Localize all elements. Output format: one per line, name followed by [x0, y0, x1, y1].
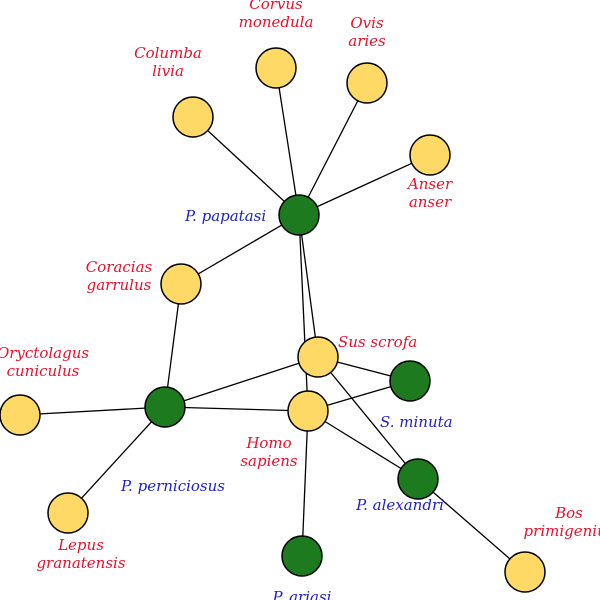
label-anser-line-2: anser	[409, 193, 452, 211]
label-homo-line-1: Homo	[245, 434, 291, 452]
label-lepus-line-2: granatensis	[36, 554, 125, 572]
label-ovis-line-1: Ovis	[350, 14, 384, 32]
edge-papatasi-sus	[298, 214, 319, 358]
label-anser-line-1: Anser	[406, 175, 453, 193]
label-coracias-line-2: garrulus	[87, 276, 152, 294]
label-oryctolagus-line-1: Oryctolagus	[0, 344, 89, 362]
nodes-layer	[0, 47, 546, 593]
label-alexandri: P. alexandri	[355, 496, 444, 514]
label-sus-line-1: Sus scrofa	[338, 333, 417, 351]
label-oryctolagus-line-2: cuniculus	[7, 362, 80, 380]
edge-perniciosus-lepus	[67, 406, 166, 514]
edge-sus-alexandri	[317, 356, 419, 480]
label-lepus-line-1: Lepus	[57, 536, 104, 554]
label-ovis-line-2: aries	[348, 32, 386, 50]
edge-homo-ariasi	[301, 410, 309, 557]
edge-perniciosus-sus	[164, 356, 319, 408]
node-ovis	[346, 62, 388, 104]
edge-papatasi-anser	[298, 154, 431, 216]
label-ariasi-line-1: P. ariasi	[272, 588, 332, 600]
node-sminuta	[389, 360, 431, 402]
edge-papatasi-ovis	[298, 82, 368, 216]
node-sus	[297, 336, 339, 378]
label-corvus-line-2: monedula	[239, 13, 314, 31]
node-corvus	[255, 47, 297, 89]
edge-homo-alexandri	[307, 410, 419, 480]
edge-papatasi-corvus	[275, 67, 300, 216]
label-bos: Bosprimigenius	[524, 504, 600, 540]
label-sminuta-line-1: S. minuta	[380, 413, 453, 431]
label-homo-line-2: sapiens	[240, 452, 298, 470]
label-sminuta: S. minuta	[380, 413, 453, 431]
label-papatasi: P. papatasi	[184, 207, 266, 225]
node-coracias	[160, 263, 202, 305]
edges-layer	[19, 67, 526, 573]
edge-perniciosus-oryctolagus	[19, 406, 166, 416]
label-corvus-line-1: Corvus	[249, 0, 303, 13]
label-bos-line-2: primigenius	[524, 522, 600, 540]
label-coracias-line-1: Coracias	[86, 258, 153, 276]
node-homo	[287, 390, 329, 432]
edge-papatasi-coracias	[180, 214, 300, 285]
label-perniciosus: P. perniciosus	[120, 477, 225, 495]
node-lepus	[47, 492, 89, 534]
node-anser	[409, 134, 451, 176]
label-columba-line-1: Columba	[134, 44, 202, 62]
node-oryctolagus	[0, 394, 41, 436]
edge-papatasi-homo	[298, 214, 309, 412]
node-perniciosus	[144, 386, 186, 428]
edge-alexandri-bos	[417, 478, 526, 573]
edge-papatasi-columba	[192, 116, 300, 216]
node-alexandri	[397, 458, 439, 500]
label-sus: Sus scrofa	[338, 333, 417, 351]
node-papatasi	[278, 194, 320, 236]
label-papatasi-line-1: P. papatasi	[184, 207, 266, 225]
edge-perniciosus-homo	[164, 406, 309, 412]
node-columba	[172, 96, 214, 138]
label-ariasi: P. ariasi	[272, 588, 332, 600]
node-bos	[504, 551, 546, 593]
label-perniciosus-line-1: P. perniciosus	[120, 477, 225, 495]
label-bos-line-1: Bos	[554, 504, 583, 522]
label-columba-line-2: livia	[152, 62, 184, 80]
label-alexandri-line-1: P. alexandri	[355, 496, 444, 514]
node-ariasi	[281, 535, 323, 577]
